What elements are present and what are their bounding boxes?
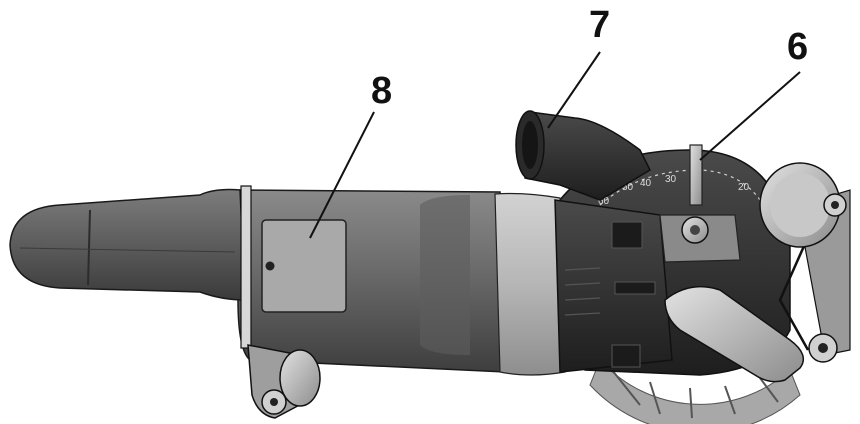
- rear-handle: [9, 188, 246, 301]
- front-guide-arm: [664, 162, 851, 383]
- callout-8: 8: [371, 70, 393, 112]
- scale-number-20: 20: [738, 182, 750, 193]
- scale-number-50: 50: [622, 182, 634, 193]
- collar-band: [494, 192, 566, 376]
- leader-line-6: [699, 71, 801, 161]
- callout-6: 6: [787, 26, 809, 68]
- rear-guide-roller: [247, 344, 321, 419]
- scale-number-30: 30: [665, 174, 677, 185]
- gear-head: [554, 199, 673, 373]
- housing-flange: [240, 185, 252, 349]
- depth-adjustment-lever: [659, 144, 741, 263]
- dust-extraction-port: [515, 110, 651, 201]
- scale-number-60: 60: [598, 196, 610, 207]
- callout-7: 7: [589, 4, 611, 46]
- cover-plate: [261, 219, 347, 313]
- leader-line-7: [547, 51, 601, 129]
- motor-housing: [237, 189, 566, 376]
- leader-line-8: [309, 111, 375, 239]
- scale-number-40: 40: [640, 178, 652, 189]
- diamond-blade: [589, 359, 801, 424]
- cover-screw-icon: [265, 261, 275, 271]
